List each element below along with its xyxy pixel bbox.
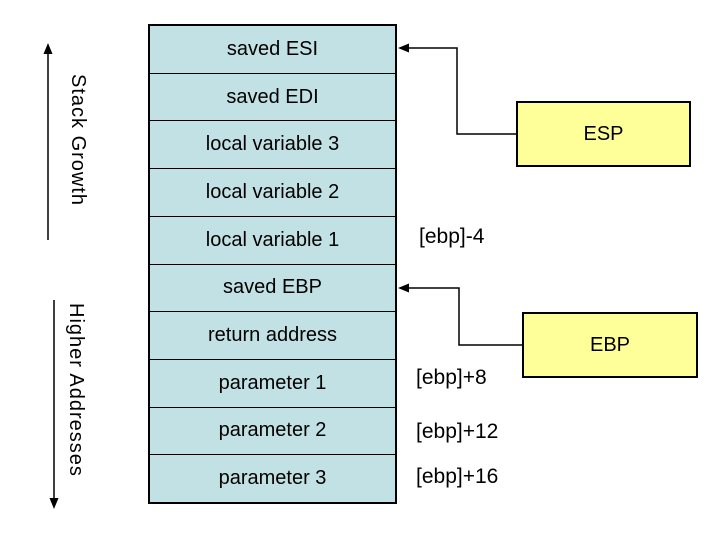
higher-addresses-down-arrow bbox=[49, 300, 59, 509]
ebp-pointer-arrow bbox=[398, 283, 522, 346]
stack-row-saved-esi: saved ESI bbox=[226, 37, 319, 60]
esp-register-box: ESP bbox=[516, 101, 691, 167]
stack-row-saved-ebp: saved EBP bbox=[150, 263, 395, 312]
ebp-register-box: EBP bbox=[522, 312, 698, 378]
annotation-ebp-plus-8: [ebp]+8 bbox=[416, 366, 487, 389]
stack-row-local-variable-2: local variable 2 bbox=[150, 168, 395, 216]
stack-row-saved-edi: saved EDI bbox=[150, 72, 395, 121]
stack-frame-table: saved ESI saved EDI local variable 3 loc… bbox=[148, 24, 397, 504]
stack-row-parameter-2: parameter 2 bbox=[150, 406, 395, 455]
higher-addresses-label: Higher Addresses bbox=[65, 303, 87, 477]
stack-row-return-address: return address bbox=[150, 311, 395, 359]
stack-row-local-variable-1: local variable 1 bbox=[150, 215, 395, 264]
stack-growth-up-arrow bbox=[43, 43, 53, 240]
ebp-register-label: EBP bbox=[589, 333, 631, 356]
stack-row-local-variable-3: local variable 3 bbox=[150, 120, 395, 168]
annotation-ebp-plus-12: [ebp]+12 bbox=[416, 420, 499, 443]
esp-register-label: ESP bbox=[583, 122, 624, 145]
stack-row-parameter-3: parameter 3 bbox=[150, 454, 395, 502]
stack-growth-label: Stack Growth bbox=[67, 74, 89, 207]
stack-row-parameter-1: parameter 1 bbox=[150, 358, 395, 407]
annotation-ebp-plus-16: [ebp]+16 bbox=[416, 465, 499, 488]
annotation-ebp-minus-4: [ebp]-4 bbox=[419, 225, 485, 248]
esp-pointer-arrow bbox=[398, 43, 516, 135]
